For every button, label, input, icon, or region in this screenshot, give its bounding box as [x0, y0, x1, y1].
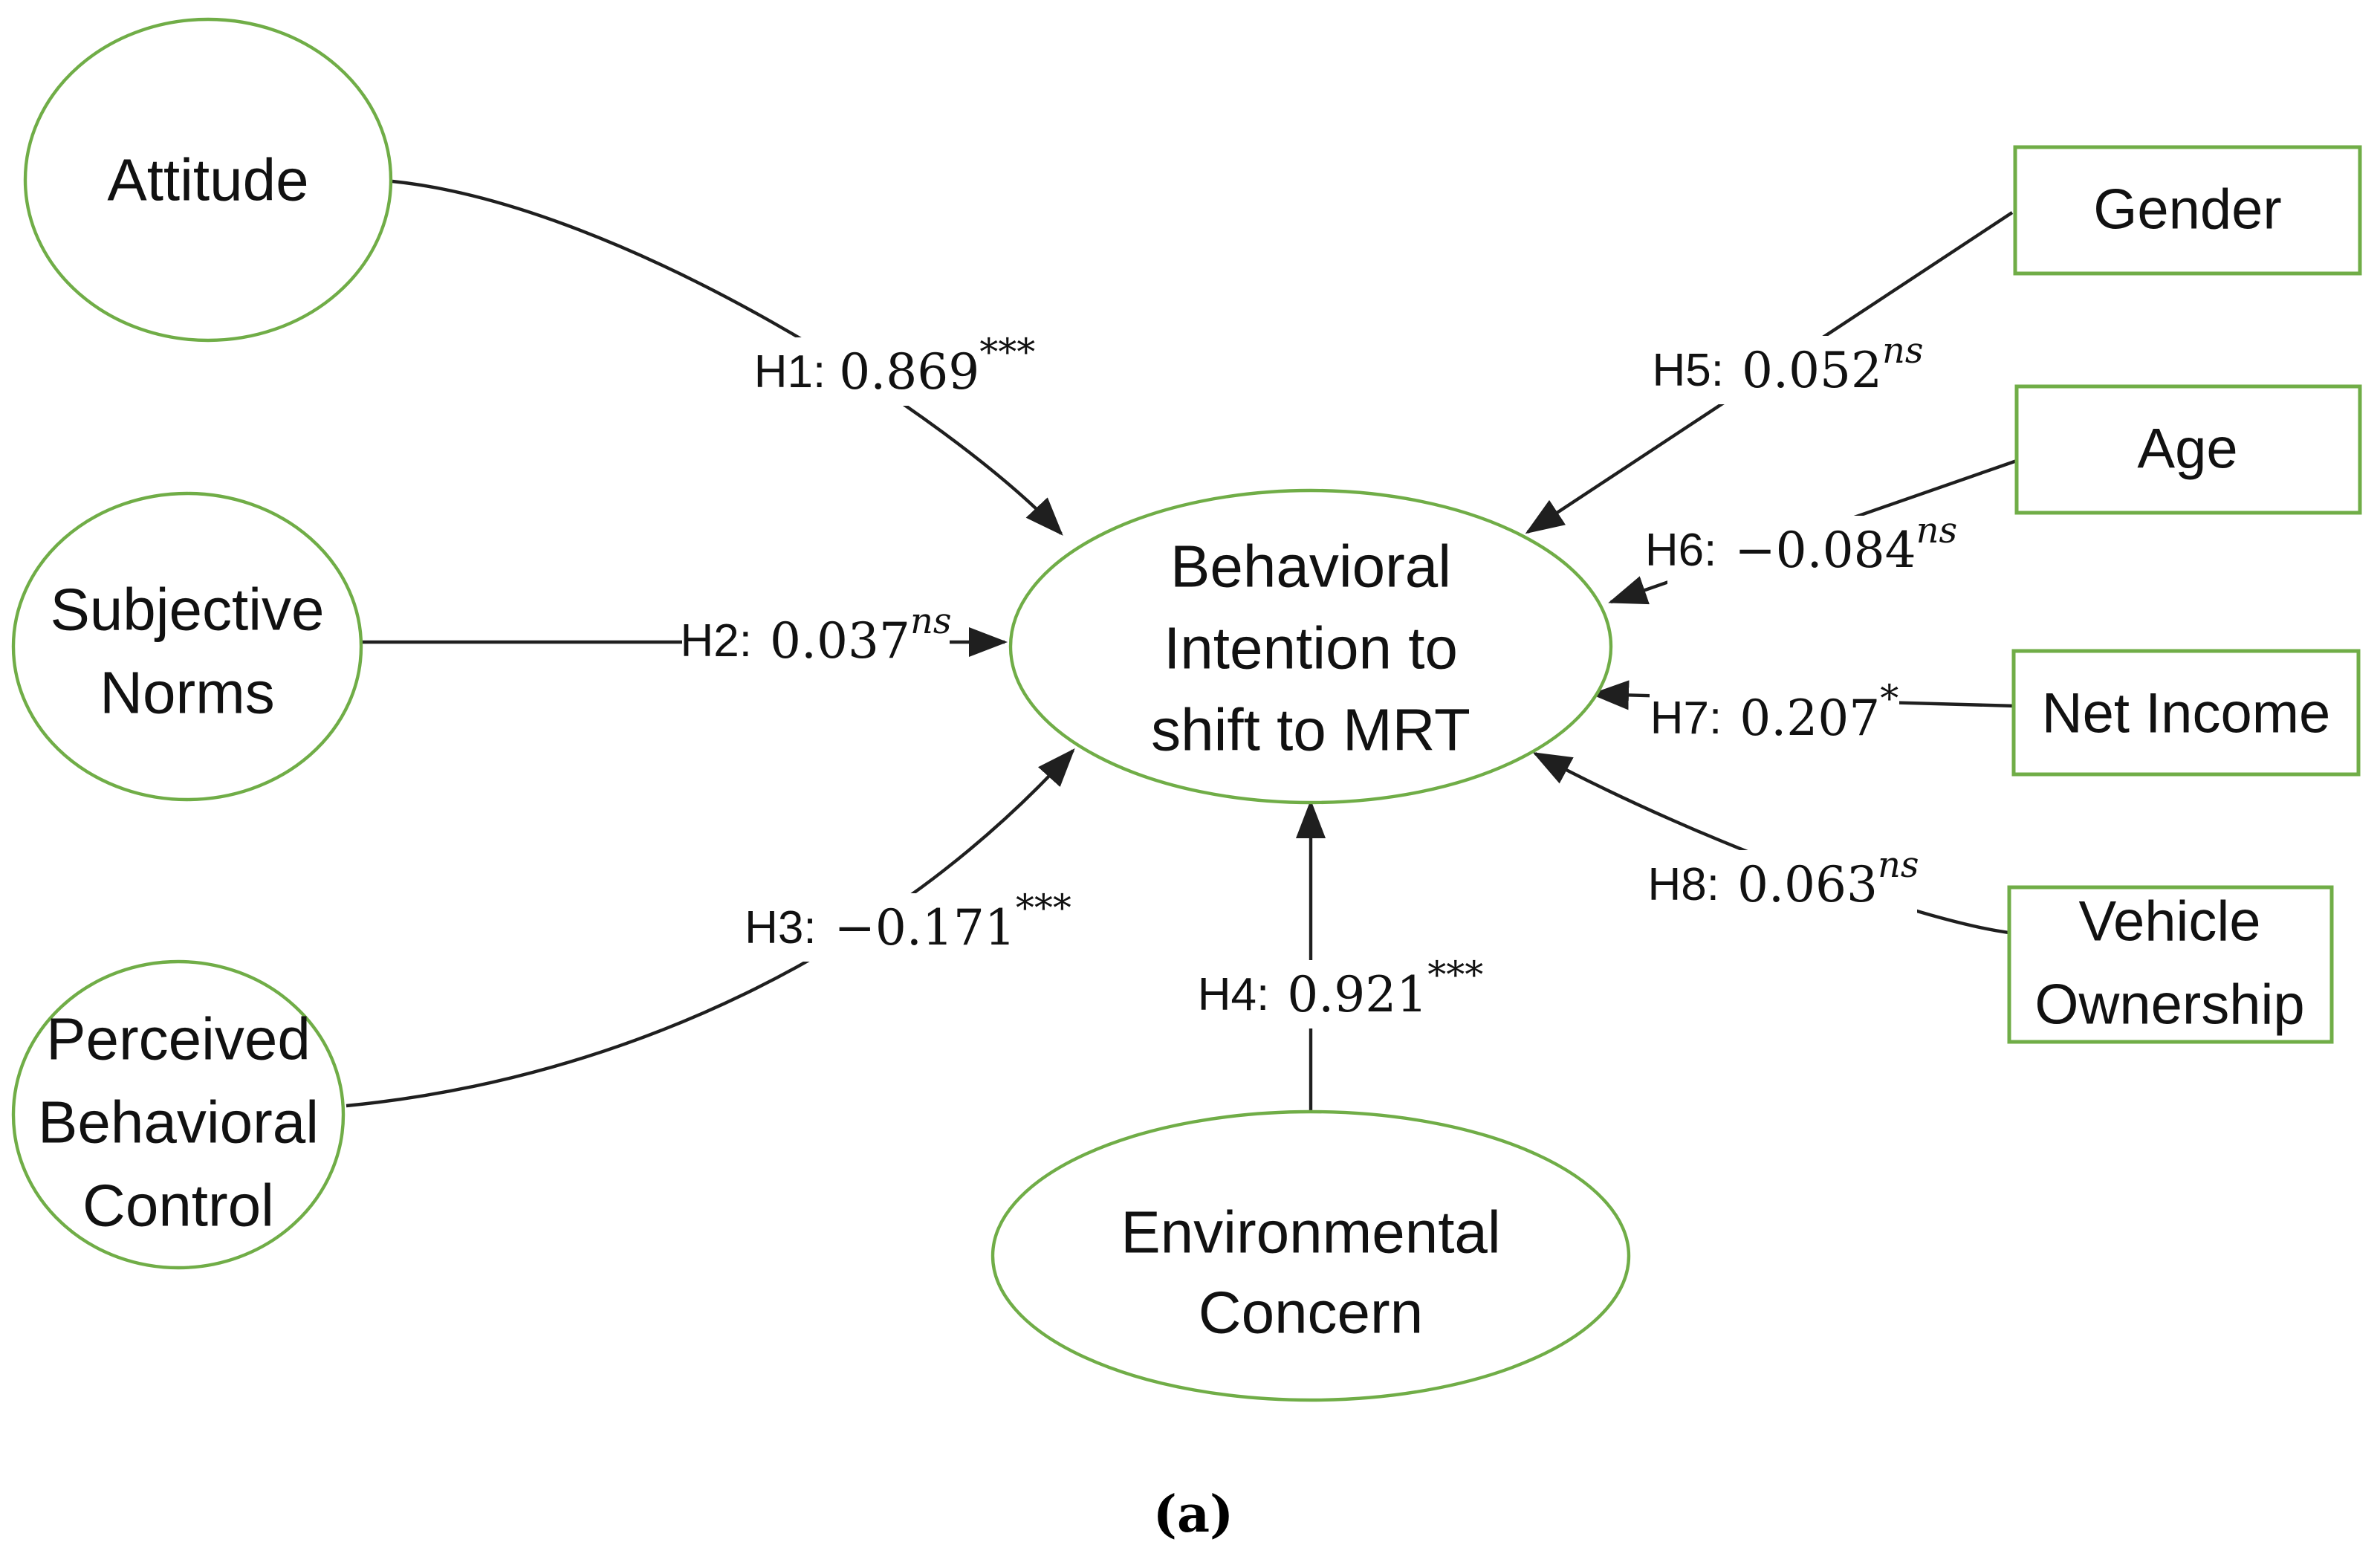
h3-label-mask [774, 893, 1042, 962]
environmental-concern-label-line2: Concern [1199, 1280, 1423, 1346]
path-label-h8: H8: 0.063ns [1648, 844, 1919, 919]
behavioral-intention-ellipse [1008, 488, 1613, 805]
path-label-h5: H5: 0.052ns [1653, 330, 1924, 404]
path-label-h7: H7: 0.207* [1650, 677, 1899, 752]
gender-label: Gender [2093, 178, 2282, 242]
h2-prefix: H2: [681, 615, 752, 667]
h8-label-mask [1650, 850, 1917, 919]
node-age: Age [2014, 384, 2362, 515]
node-gender: Gender [2013, 145, 2362, 276]
h1-sig: *** [979, 331, 1035, 374]
pbc-label-line2: Behavioral [38, 1089, 319, 1156]
h6-label-mask [1667, 516, 1935, 584]
subjective-norms-label-line1: Subjective [50, 577, 324, 643]
h5-value: 0.052 [1742, 342, 1882, 399]
behavioral-intention-label-line3: shift to MRT [1151, 697, 1471, 763]
net-income-label: Net Income [2042, 682, 2331, 745]
node-vehicle-ownership: Vehicle Ownership [2007, 885, 2334, 1044]
net-income-box [2011, 649, 2361, 777]
node-perceived-behavioral-control: Perceived Behavioral Control [11, 959, 346, 1270]
h5-prefix: H5: [1653, 345, 1724, 396]
h5-label-mask [1654, 336, 1922, 404]
figure-caption: (a) [1153, 1485, 1233, 1544]
node-environmental-concern: Environmental Concern [990, 1109, 1631, 1402]
path-label-h6: H6: −0.084ns [1645, 510, 1957, 584]
h7-label-mask [1650, 684, 1899, 752]
h7-value: 0.207 [1739, 690, 1880, 747]
h2-value: 0.037 [770, 612, 910, 670]
path-label-h3: H3: −0.171*** [745, 887, 1071, 962]
path-label-h2: H2: 0.037ns [681, 600, 952, 675]
h1-label-mask [761, 337, 1028, 406]
h6-sig: ns [1916, 510, 1958, 551]
perceived-behavioral-control-ellipse [11, 959, 346, 1270]
vehicle-ownership-label-line1: Vehicle [2078, 890, 2260, 953]
path-label-h1: H1:0.869*** [754, 331, 1035, 406]
h4-label: H4: 0.921*** [1198, 953, 1483, 1023]
behavioral-intention-label-line1: Behavioral [1170, 534, 1451, 600]
h4-label-mask [1207, 960, 1474, 1028]
subjective-norms-ellipse [11, 491, 363, 802]
gender-box [2013, 145, 2362, 276]
h8-sig: ns [1878, 844, 1919, 886]
h5-label: H5: 0.052ns [1653, 330, 1924, 399]
vehicle-ownership-label-line2: Ownership [2034, 973, 2304, 1037]
h8-label: H8: 0.063ns [1648, 844, 1919, 913]
h7-sig: * [1880, 677, 1899, 720]
subjective-norms-label-line2: Norms [100, 660, 275, 726]
attitude-ellipse [23, 17, 393, 343]
h1-prefix: H1: [754, 346, 826, 398]
h1-label: H1:0.869*** [754, 331, 1035, 401]
h3-prefix: H3: [745, 902, 816, 953]
behavioral-intention-label-line2: Intention to [1164, 615, 1458, 681]
vehicle-ownership-box [2007, 885, 2334, 1044]
arrow-h1 [392, 179, 1063, 536]
environmental-concern-ellipse [990, 1109, 1631, 1402]
arrow-h3 [346, 748, 1075, 1108]
h4-value: 0.921 [1287, 966, 1427, 1023]
h2-sig: ns [910, 600, 952, 642]
node-behavioral-intention: Behavioral Intention to shift to MRT [1008, 488, 1613, 805]
h2-label-mask [682, 606, 950, 675]
h4-sig: *** [1427, 953, 1483, 997]
age-box [2014, 384, 2362, 515]
h7-prefix: H7: [1650, 693, 1722, 744]
environmental-concern-label-line1: Environmental [1121, 1199, 1500, 1266]
h6-prefix: H6: [1645, 525, 1716, 576]
pbc-label-line1: Perceived [46, 1006, 311, 1072]
h3-value: −0.171 [834, 899, 1016, 956]
node-attitude: Attitude [23, 17, 393, 343]
h8-value: 0.063 [1737, 856, 1878, 913]
h5-sig: ns [1882, 330, 1924, 372]
h6-label: H6: −0.084ns [1645, 510, 1957, 579]
h4-prefix: H4: [1198, 969, 1269, 1020]
attitude-label: Attitude [107, 147, 308, 213]
h3-label: H3: −0.171*** [745, 887, 1071, 956]
h6-value: −0.084 [1734, 522, 1916, 579]
h2-label: H2: 0.037ns [681, 600, 952, 670]
path-label-h4: H4: 0.921*** [1198, 953, 1483, 1028]
h7-label: H7: 0.207* [1650, 677, 1899, 747]
h8-prefix: H8: [1648, 859, 1719, 910]
node-subjective-norms: Subjective Norms [11, 491, 363, 802]
h3-sig: *** [1016, 887, 1071, 930]
node-net-income: Net Income [2011, 649, 2361, 777]
age-label: Age [2137, 418, 2237, 481]
h1-value: 0.869 [839, 343, 979, 401]
pbc-label-line3: Control [82, 1173, 274, 1239]
